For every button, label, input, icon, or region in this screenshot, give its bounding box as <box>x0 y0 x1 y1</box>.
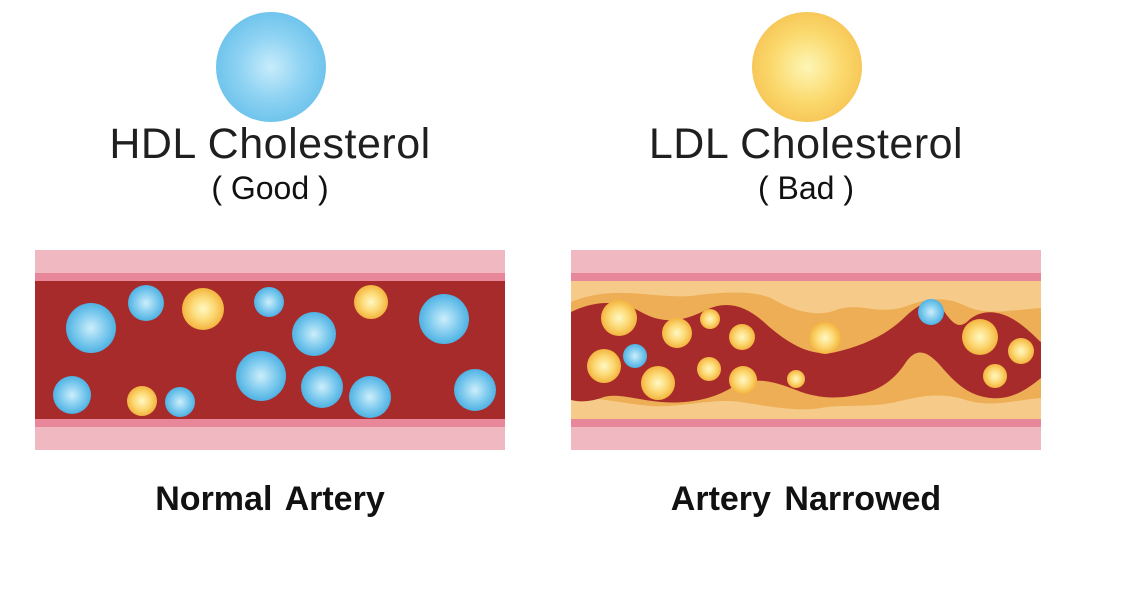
hdl-particle <box>301 366 343 408</box>
hdl-particle <box>918 299 944 325</box>
hdl-particle <box>66 303 116 353</box>
hdl-particle-icon <box>216 12 326 122</box>
hdl-particle <box>292 312 336 356</box>
ldl-particle <box>729 366 757 394</box>
ldl-particle <box>587 349 621 383</box>
ldl-particle <box>127 386 157 416</box>
hdl-particle <box>419 294 469 344</box>
hdl-particle <box>349 376 391 418</box>
narrowed-artery-illustration <box>571 250 1041 450</box>
ldl-particle <box>662 318 692 348</box>
ldl-particle <box>700 309 720 329</box>
hdl-particle <box>53 376 91 414</box>
hdl-subtitle: ( Good ) <box>35 170 505 207</box>
hdl-particle <box>165 387 195 417</box>
ldl-particle <box>729 324 755 350</box>
hdl-title: HDL Cholesterol <box>35 120 505 169</box>
ldl-particle <box>962 319 998 355</box>
ldl-particle <box>1008 338 1034 364</box>
ldl-particle <box>787 370 805 388</box>
hdl-particle <box>128 285 164 321</box>
ldl-particle <box>182 288 224 330</box>
ldl-particle <box>809 322 841 354</box>
ldl-particle-icon <box>752 12 862 122</box>
ldl-particle <box>983 364 1007 388</box>
ldl-particle <box>354 285 388 319</box>
ldl-title: LDL Cholesterol <box>571 120 1041 169</box>
ldl-particle <box>697 357 721 381</box>
ldl-particle <box>641 366 675 400</box>
normal-artery-illustration <box>35 250 505 450</box>
hdl-panel: HDL Cholesterol ( Good ) <box>35 0 505 611</box>
ldl-particle <box>601 300 637 336</box>
narrowed-artery-label: Artery Narrowed <box>571 480 1041 519</box>
ldl-subtitle: ( Bad ) <box>571 170 1041 207</box>
hdl-particle <box>623 344 647 368</box>
normal-artery-label: Normal Artery <box>35 480 505 519</box>
hdl-particle <box>454 369 496 411</box>
ldl-panel: LDL Cholesterol ( Bad ) <box>571 0 1041 611</box>
hdl-particle <box>254 287 284 317</box>
hdl-particle <box>236 351 286 401</box>
